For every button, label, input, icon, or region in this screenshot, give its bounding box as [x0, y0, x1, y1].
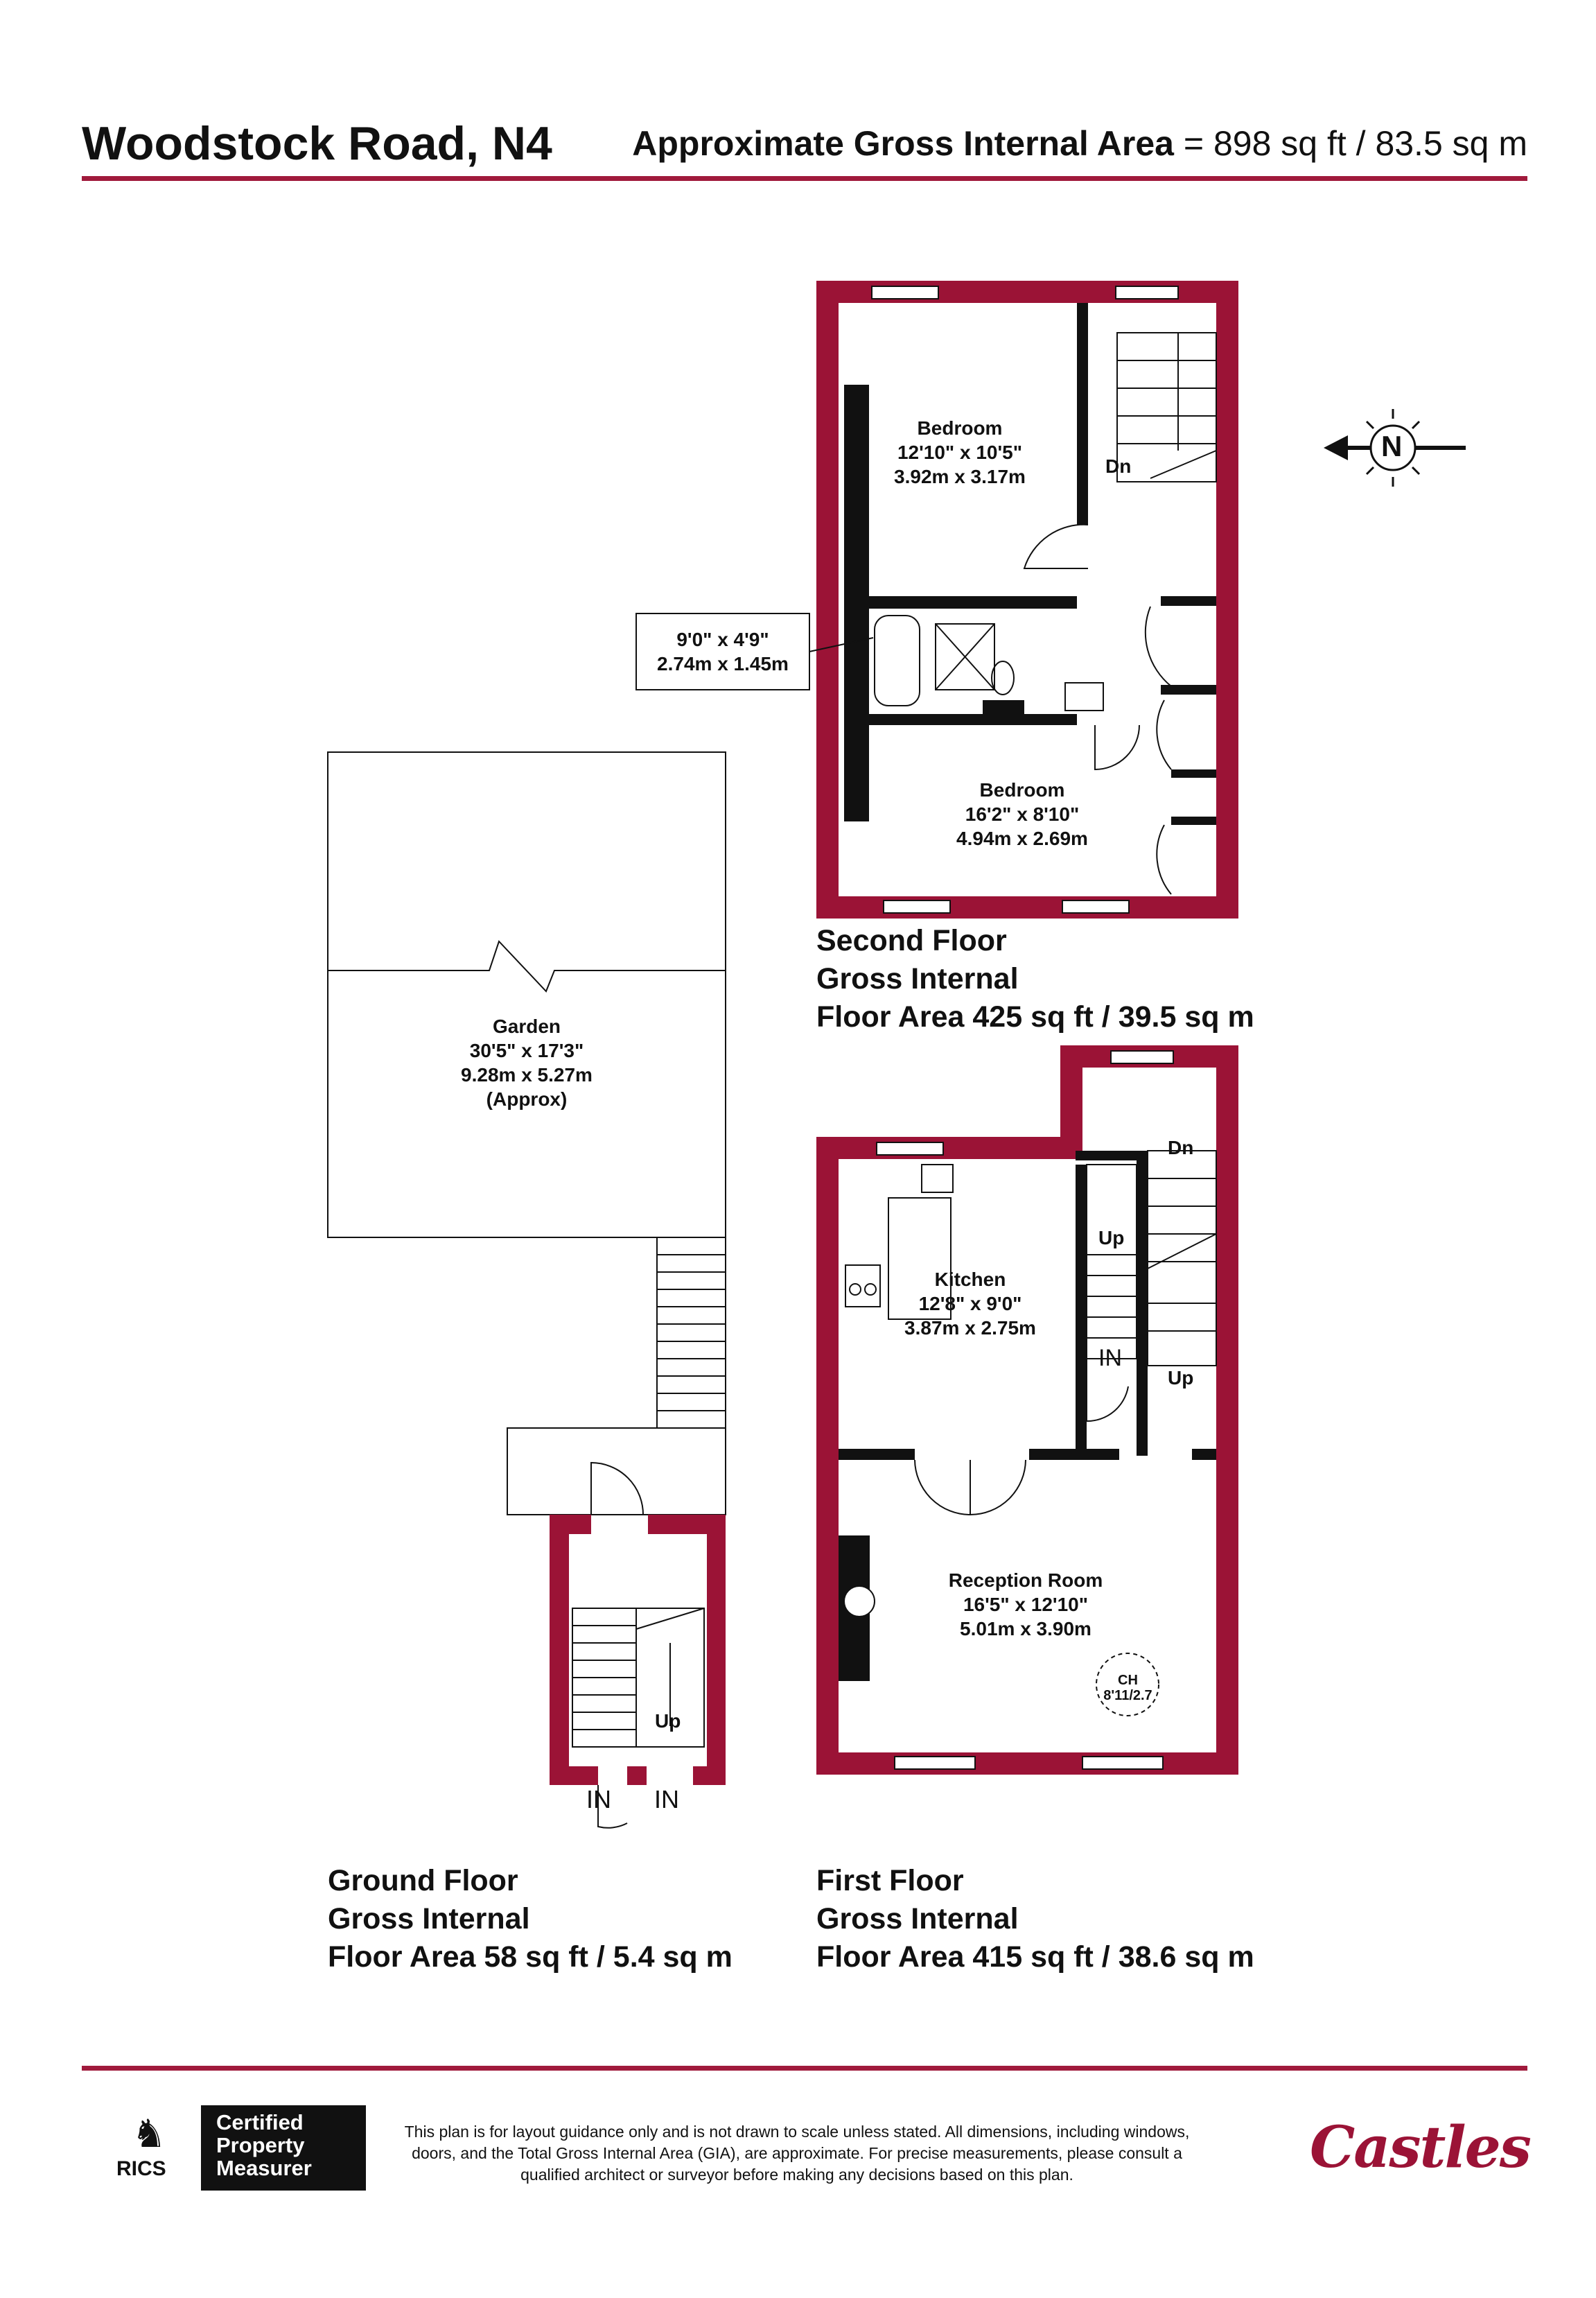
second-floor-internal-walls: [844, 303, 1216, 825]
badge-line: Measurer: [216, 2156, 312, 2180]
disclaimer-text: This plan is for layout guidance only an…: [404, 2123, 1190, 2184]
ground-up-label: Up: [655, 1710, 681, 1732]
basin: [1064, 682, 1104, 711]
room-garden: Garden 30'5" x 17'3" 9.28m x 5.27m (Appr…: [430, 1014, 624, 1111]
garden-steps: [656, 1237, 726, 1429]
reception-door-left: [914, 1459, 971, 1516]
room-name: Bedroom: [979, 779, 1065, 801]
second-stair: [1116, 332, 1217, 482]
room-bedroom-2: Bedroom 16'2" x 8'10" 4.94m x 2.69m: [922, 778, 1123, 851]
room-bedroom-1: Bedroom 12'10" x 10'5" 3.92m x 3.17m: [866, 416, 1053, 489]
bedroom1-door-swing: [1023, 523, 1089, 569]
caption-line: Floor Area 425 sq ft / 39.5 sq m: [816, 1000, 1254, 1034]
compass-icon: [1324, 409, 1466, 487]
total-area: Approximate Gross Internal Area = 898 sq…: [632, 123, 1527, 164]
room-size-metric: 9.28m x 5.27m: [461, 1064, 593, 1086]
kitchen-sink: [921, 1164, 954, 1193]
ground-stair-right: [635, 1608, 705, 1748]
first-entry-door: [1086, 1359, 1129, 1422]
room-reception: Reception Room 16'5" x 12'10" 5.01m x 3.…: [908, 1568, 1143, 1641]
total-area-label: Approximate Gross Internal Area: [632, 124, 1174, 163]
room-size-imperial: 9'0" x 4'9": [676, 629, 769, 650]
room-size-imperial: 30'5" x 17'3": [469, 1040, 584, 1061]
room-name: Kitchen: [934, 1269, 1006, 1290]
ground-in-label-left: IN: [586, 1785, 611, 1813]
toilet: [991, 661, 1015, 695]
ch-text: CH: [1118, 1673, 1138, 1688]
page-title: Woodstock Road, N4: [82, 117, 552, 170]
room-size-imperial: 12'10" x 10'5": [897, 442, 1022, 463]
certified-measurer-badge: Certified Property Measurer: [201, 2105, 366, 2191]
wardrobe-door-3: [1156, 824, 1172, 895]
room-size-metric: 3.92m x 3.17m: [894, 466, 1026, 487]
room-name: Bedroom: [917, 417, 1003, 439]
header-rule: [82, 176, 1527, 181]
ground-door-swing: [590, 1461, 644, 1515]
fireplace: [843, 1585, 875, 1617]
bathroom-callout: [635, 613, 874, 690]
room-size-imperial: 12'8" x 9'0": [918, 1293, 1022, 1314]
caption-line: Floor Area 415 sq ft / 38.6 sq m: [816, 1940, 1254, 1974]
caption-line: Gross Internal: [328, 1902, 530, 1935]
room-bathroom: 9'0" x 4'9" 2.74m x 1.45m: [641, 627, 805, 676]
room-size-metric: 2.74m x 1.45m: [657, 653, 789, 674]
kitchen-hob: [845, 1264, 881, 1307]
garden-break-line: [328, 940, 726, 993]
wardrobe-door-2: [1156, 699, 1172, 770]
stair-dn-label: Dn: [1105, 455, 1132, 477]
rics-lion-icon: ♞: [132, 2112, 167, 2155]
room-size-metric: 3.87m x 2.75m: [904, 1317, 1036, 1339]
badge-line: Property: [216, 2133, 305, 2157]
caption-line: Ground Floor: [328, 1864, 518, 1897]
garden-outline: [327, 751, 726, 1238]
caption-line: Second Floor: [816, 924, 1007, 957]
ground-front-door: [597, 1785, 628, 1829]
first-in-label: IN: [1098, 1345, 1122, 1371]
ground-in-label-right: IN: [654, 1785, 679, 1813]
ch-height: 8'11/2.7: [1103, 1688, 1152, 1703]
reception-door-right: [970, 1459, 1026, 1515]
caption-second-floor: Second Floor Gross Internal Floor Area 4…: [816, 922, 1254, 1036]
first-stair-up: [1086, 1164, 1137, 1359]
room-name: Reception Room: [948, 1569, 1103, 1591]
caption-line: Gross Internal: [816, 1902, 1019, 1935]
caption-line: Floor Area 58 sq ft / 5.4 sq m: [328, 1940, 733, 1974]
ground-floor-walls: [550, 1515, 726, 1785]
room-size-imperial: 16'5" x 12'10": [963, 1594, 1088, 1615]
ch-circle: [1096, 1653, 1159, 1716]
caption-line: First Floor: [816, 1864, 964, 1897]
ch-label: CH 8'11/2.7: [1102, 1673, 1154, 1703]
shower-tray: [935, 623, 995, 690]
caption-ground-floor: Ground Floor Gross Internal Floor Area 5…: [328, 1862, 733, 1976]
first-up-label-left: Up: [1098, 1227, 1125, 1248]
total-area-value: = 898 sq ft / 83.5 sq m: [1173, 124, 1527, 163]
kitchen-worktop: [888, 1197, 952, 1320]
caption-first-floor: First Floor Gross Internal Floor Area 41…: [816, 1862, 1254, 1976]
room-note: (Approx): [486, 1088, 568, 1110]
wardrobe-door-1: [1144, 606, 1172, 687]
brand-logo: Castles: [1310, 2114, 1532, 2181]
room-size-metric: 4.94m x 2.69m: [956, 828, 1088, 849]
ground-landing: [507, 1427, 726, 1515]
first-dn-label: Dn: [1168, 1137, 1194, 1158]
badge-line: Certified: [216, 2110, 304, 2134]
room-kitchen: Kitchen 12'8" x 9'0" 3.87m x 2.75m: [877, 1267, 1064, 1340]
room-size-metric: 5.01m x 3.90m: [960, 1618, 1091, 1639]
room-name: Garden: [492, 1016, 561, 1037]
garden-step-lines: [657, 1254, 726, 1411]
room-size-imperial: 16'2" x 8'10": [965, 803, 1080, 825]
first-stair-down: [1147, 1150, 1217, 1366]
rics-logo-text: RICS: [116, 2157, 166, 2180]
caption-line: Gross Internal: [816, 962, 1019, 995]
second-floor-windows: [871, 286, 1179, 914]
first-up-label-right: Up: [1168, 1367, 1194, 1389]
bedroom2-door-swing: [1094, 724, 1140, 771]
footer-rule: [82, 2066, 1527, 2071]
first-floor-windows: [876, 1050, 1174, 1770]
compass-north-label: N: [1381, 430, 1403, 462]
bath-tub: [874, 615, 920, 706]
